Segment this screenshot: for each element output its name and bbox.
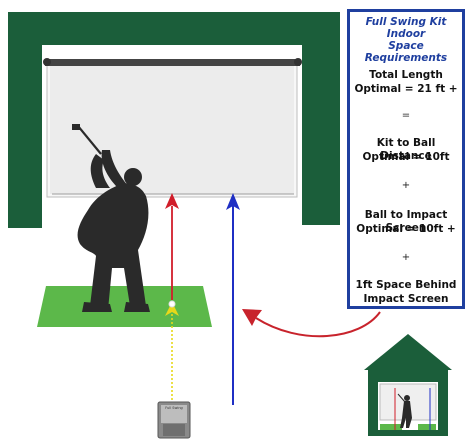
behind-space-line2: Impact Screen <box>363 293 449 305</box>
hitting-mat <box>37 286 212 327</box>
plus-sign-2: + <box>401 252 411 263</box>
callout-arrowhead <box>242 309 262 326</box>
impact-distance-label: Ball to Impact Screen <box>364 209 448 234</box>
golfer-silhouette <box>72 124 150 312</box>
plus-sign-1: + <box>401 180 411 191</box>
behind-space-line1: 1ft Space Behind <box>355 279 457 291</box>
garage-frame <box>8 12 340 228</box>
callout-curve-arrow <box>255 311 381 338</box>
launch-monitor-device <box>157 401 191 439</box>
total-length-value: Optimal = 21 ft + <box>354 83 458 95</box>
panel-title: Full Swing Kit Indoor Space Requirements <box>352 16 460 64</box>
garage-thumbnail-icon <box>364 334 452 436</box>
equals-sign: = <box>401 110 411 121</box>
laser-arrowhead <box>165 302 179 316</box>
panel-title-line2: Space Requirements <box>364 40 448 64</box>
screen-distance-arrowhead <box>226 193 240 210</box>
total-length-label: Total Length <box>369 69 443 81</box>
kit-distance-label: Kit to Ball Distance <box>376 137 436 162</box>
impact-distance-value: Optimal = 10ft + <box>356 223 456 235</box>
panel-title-line1: Full Swing Kit Indoor <box>365 16 447 40</box>
golf-ball <box>168 300 176 308</box>
impact-screen <box>43 58 302 198</box>
requirements-panel: Full Swing Kit Indoor Space Requirements… <box>347 9 465 309</box>
kit-distance-value: Optimal = 10ft <box>362 151 450 163</box>
ball-path-arrowhead <box>165 193 179 209</box>
launch-monitor-label: Full Swing <box>165 406 183 410</box>
